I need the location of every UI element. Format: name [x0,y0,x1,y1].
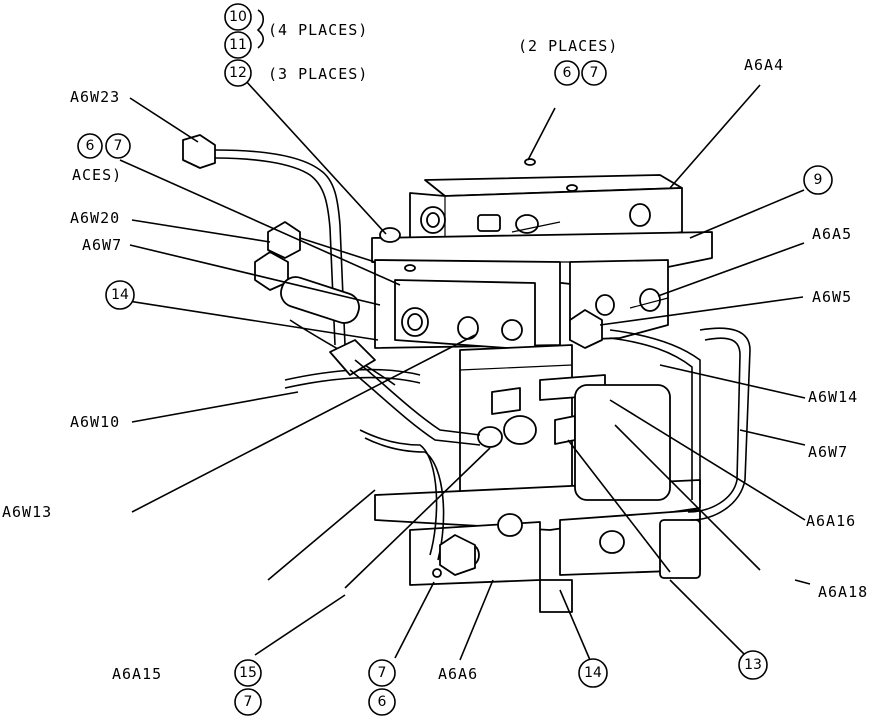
callout-6-top-text: 6 [563,65,572,81]
callout-14-left: 14 [105,280,135,310]
callout-15-text: 15 [239,665,257,681]
callout-13-text: 13 [744,657,762,673]
label-a6a4: A6A4 [744,56,784,74]
connector-cluster [477,374,671,501]
callout-6-top: 6 [554,60,580,86]
callout-9: 9 [803,165,833,195]
label-a6a16: A6A16 [806,512,856,530]
callout-7-bottom-left: 7 [234,688,262,716]
label-a6w5: A6W5 [812,288,852,306]
cable-a6w23 [182,134,346,346]
label-a6a5: A6A5 [812,225,852,243]
cable-a6w7-right [687,327,751,521]
cable-a6w13 [349,359,481,561]
callout-9-text: 9 [814,172,823,188]
label-a6a15: A6A15 [112,665,162,683]
cable-a6w20 [267,221,376,263]
callout-13: 13 [738,650,768,680]
label-a6w14: A6W14 [808,388,858,406]
label-a6w7-left: A6W7 [82,236,122,254]
label-a6a6: A6A6 [438,665,478,683]
callout-6-left-text: 6 [86,138,95,154]
callout-7-left-text: 7 [114,138,123,154]
callout-12: 12 [224,59,252,87]
label-a6a18: A6A18 [818,583,868,601]
callout-14-bottom: 14 [578,658,608,688]
label-a6w23: A6W23 [70,88,120,106]
connector-a6a15 [432,534,476,578]
front-module [374,259,561,351]
callout-14-left-text: 14 [111,287,129,303]
leader-lines [119,9,811,661]
label-a6w7-right: A6W7 [808,443,848,461]
cable-a6w5 [569,309,603,349]
callout-10: 10 [224,3,252,31]
label-a6w20: A6W20 [70,209,120,227]
label-a6w13: A6W13 [2,503,52,521]
label-three-places: (3 PLACES) [268,65,368,83]
label-four-places: (4 PLACES) [268,21,368,39]
right-lower-block [559,509,701,579]
callout-7-top: 7 [581,60,607,86]
cable-a6w7-left [254,251,396,386]
callout-11-text: 11 [229,37,247,53]
callout-7-bottom-left-text: 7 [244,694,253,710]
callout-6-bottom: 6 [368,688,396,716]
callout-11: 11 [224,31,252,59]
callout-7-left: 7 [105,133,131,159]
callout-6-left: 6 [77,133,103,159]
callout-6-bottom-text: 6 [378,694,387,710]
callout-14-bottom-text: 14 [584,665,602,681]
label-two-places: (2 PLACES) [518,37,618,55]
callout-12-text: 12 [229,65,247,81]
callout-7-top-text: 7 [590,65,599,81]
callout-7-bottom: 7 [368,659,396,687]
assembly-drawing [119,9,811,661]
callout-7-bottom-text: 7 [378,665,387,681]
callout-15: 15 [234,659,262,687]
callout-10-text: 10 [229,9,247,25]
label-aces: ACES) [72,166,122,184]
label-a6w10: A6W10 [70,413,120,431]
cable-a6w14 [609,329,701,500]
